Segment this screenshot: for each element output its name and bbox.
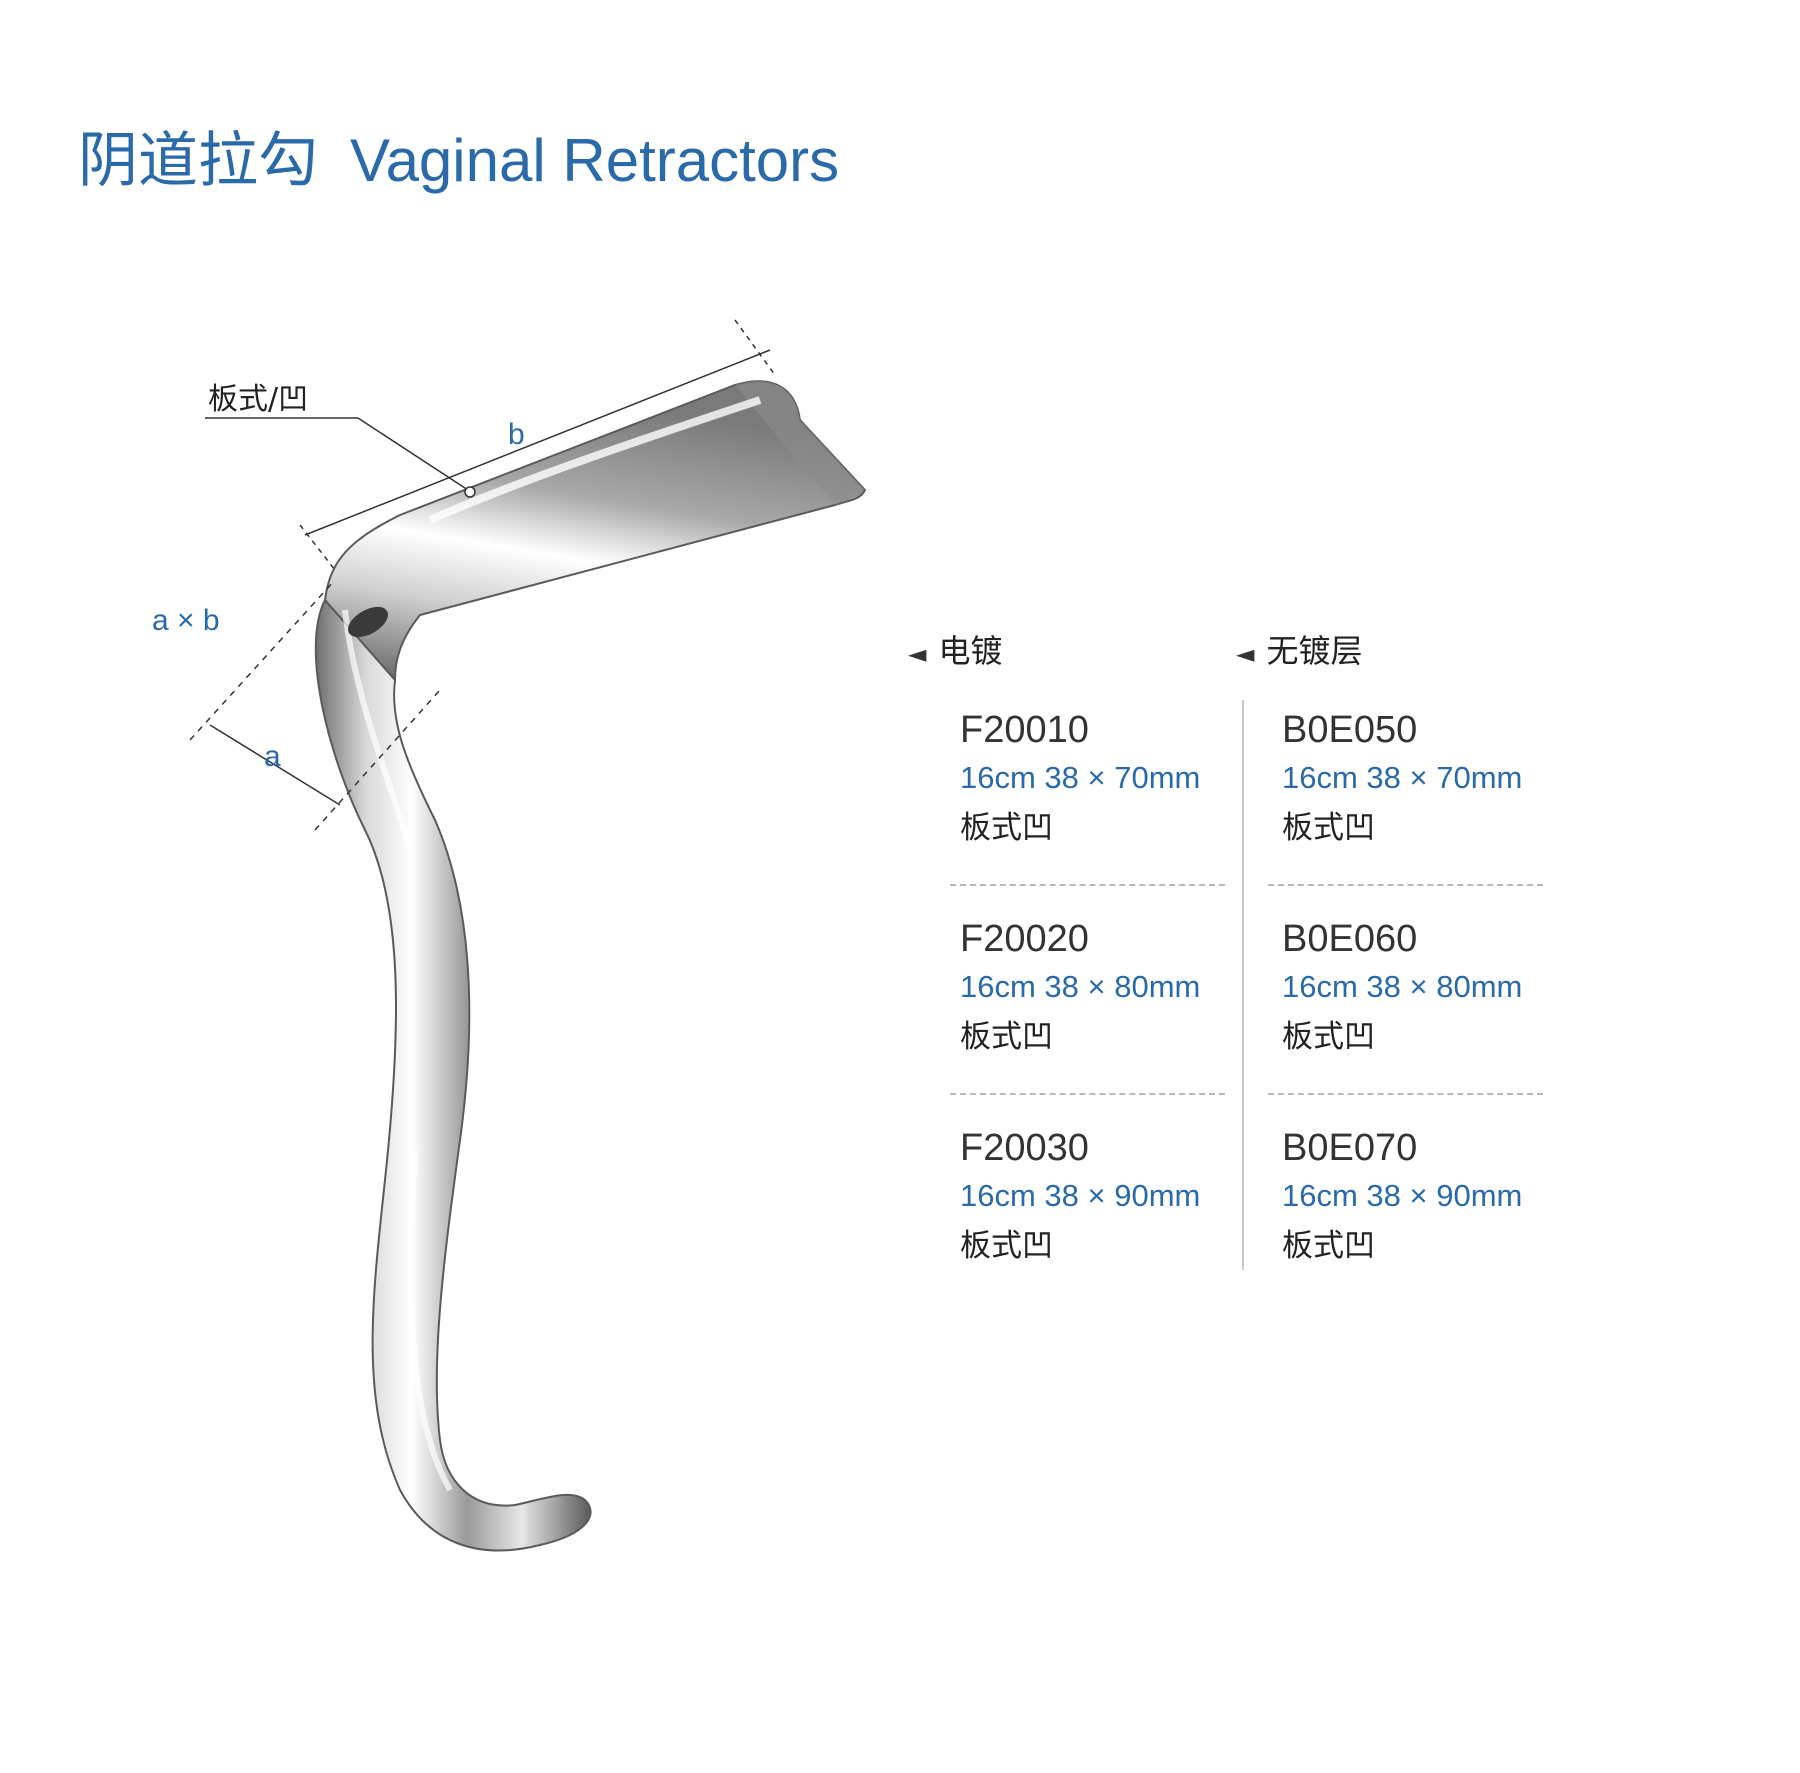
product-code: F20030 bbox=[960, 1127, 1089, 1169]
product-code: F20020 bbox=[960, 918, 1089, 960]
product-spec: 16cm 38 × 70mm bbox=[1282, 760, 1523, 795]
column-header-unplated: ◄无镀层 bbox=[1236, 632, 1363, 670]
retractor-handle bbox=[314, 598, 592, 1552]
product-entry: F20030 16cm 38 × 90mm 板式凹 bbox=[960, 1125, 1260, 1271]
product-type: 板式凹 bbox=[960, 1228, 1053, 1264]
column-header-plated: ◄电镀 bbox=[908, 632, 1003, 670]
left-triangle-icon: ◄ bbox=[908, 640, 927, 668]
dim-label-a: a bbox=[264, 740, 281, 773]
product-spec: 16cm 38 × 80mm bbox=[960, 969, 1201, 1004]
title-en: Vaginal Retractors bbox=[350, 127, 840, 194]
product-entry: B0E070 16cm 38 × 90mm 板式凹 bbox=[1282, 1125, 1582, 1271]
row-divider bbox=[950, 884, 1225, 886]
product-code: B0E050 bbox=[1282, 709, 1418, 751]
dimension-a bbox=[189, 579, 441, 831]
left-triangle-icon: ◄ bbox=[1236, 640, 1255, 668]
product-type: 板式凹 bbox=[1282, 1019, 1375, 1055]
title-zh: 阴道拉勾 bbox=[78, 126, 318, 196]
product-type: 板式凹 bbox=[1282, 1228, 1375, 1264]
page-title: 阴道拉勾 Vaginal Retractors bbox=[78, 112, 839, 199]
dimension-b bbox=[299, 319, 776, 571]
product-type: 板式凹 bbox=[960, 810, 1053, 846]
product-spec: 16cm 38 × 80mm bbox=[1282, 969, 1523, 1004]
row-divider bbox=[1268, 1093, 1543, 1095]
product-type: 板式凹 bbox=[960, 1019, 1053, 1055]
product-code: F20010 bbox=[960, 709, 1089, 751]
product-entry: F20010 16cm 38 × 70mm 板式凹 bbox=[960, 707, 1260, 853]
product-spec: 16cm 38 × 90mm bbox=[960, 1178, 1201, 1213]
product-type: 板式凹 bbox=[1282, 810, 1375, 846]
product-code: B0E060 bbox=[1282, 918, 1418, 960]
row-divider bbox=[950, 1093, 1225, 1095]
product-entry: F20020 16cm 38 × 80mm 板式凹 bbox=[960, 916, 1260, 1062]
product-spec: 16cm 38 × 70mm bbox=[960, 760, 1201, 795]
dim-label-b: b bbox=[508, 418, 525, 451]
callout-label: 板式/凹 bbox=[208, 382, 309, 417]
callout-leader bbox=[205, 417, 476, 498]
column-divider bbox=[1242, 700, 1244, 1270]
row-divider bbox=[1268, 884, 1543, 886]
product-entry: B0E050 16cm 38 × 70mm 板式凹 bbox=[1282, 707, 1582, 853]
dim-label-axb: a × b bbox=[152, 604, 220, 637]
product-code: B0E070 bbox=[1282, 1127, 1418, 1169]
product-spec: 16cm 38 × 90mm bbox=[1282, 1178, 1523, 1213]
product-entry: B0E060 16cm 38 × 80mm 板式凹 bbox=[1282, 916, 1582, 1062]
